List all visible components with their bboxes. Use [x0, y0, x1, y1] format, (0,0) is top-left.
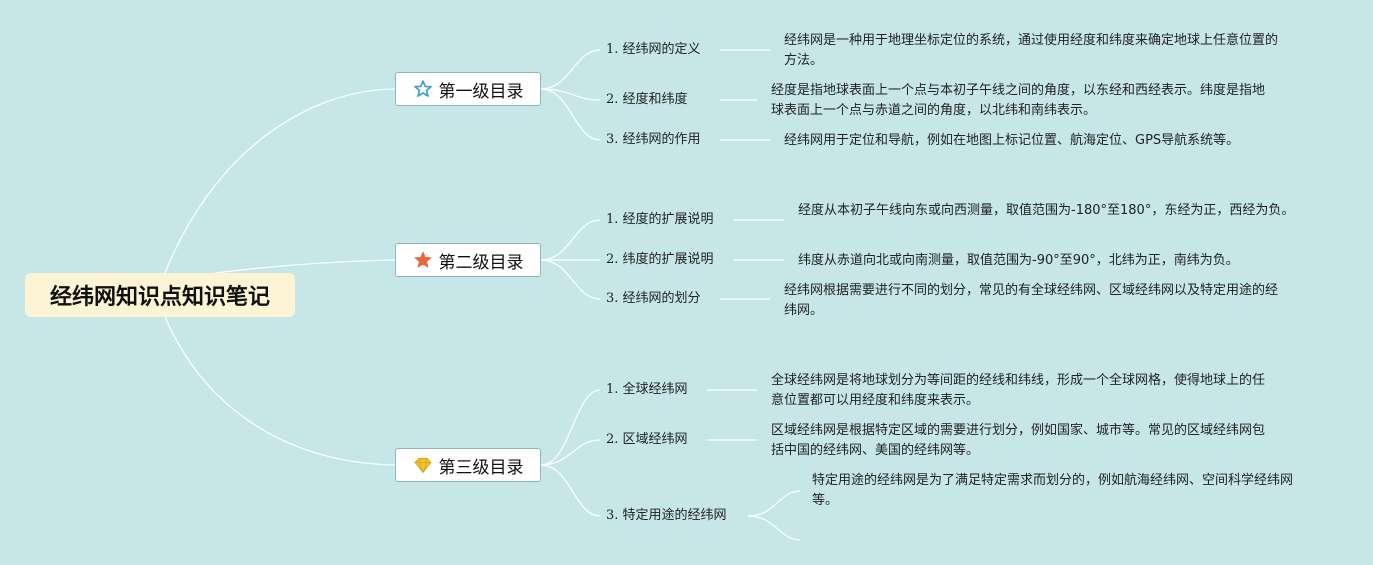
- star-outline-icon: [413, 80, 432, 97]
- connector-s2-i3: [540, 259, 601, 300]
- section-3-item-1-desc: 全球经纬网是将地球划分为等间距的经线和纬线，形成一个全球网格，使得地球上的任意位…: [771, 373, 1266, 408]
- connector-s1-i2: [540, 88, 601, 101]
- section-1-node[interactable]: 第一级目录: [395, 72, 541, 106]
- connector-s3-i1: [540, 389, 601, 466]
- connector-root-section-2: [214, 259, 396, 274]
- section-1-item-2[interactable]: 2. 经度和纬度: [606, 92, 688, 107]
- section-1-item-2-desc: 经度是指地球表面上一个点与本初子午线之间的角度，以东经和西经表示。纬度是指地球表…: [771, 83, 1266, 118]
- connector-root-section-1: [164, 88, 396, 274]
- section-2-item-3[interactable]: 3. 经纬网的划分: [606, 291, 701, 306]
- connector-s2-i1: [540, 219, 601, 261]
- section-3-item-3-desc: 特定用途的经纬网是为了满足特定需求而划分的，例如航海经纬网、空间科学经纬网等。: [812, 473, 1294, 508]
- section-3-item-2[interactable]: 2. 区域经纬网: [606, 432, 688, 447]
- section-2-item-2-desc: 纬度从赤道向北或向南测量，取值范围为-90°至90°，北纬为正，南纬为负。: [798, 253, 1239, 268]
- section-3-item-1[interactable]: 1. 全球经纬网: [606, 382, 688, 397]
- section-1-item-1-desc: 经纬网是一种用于地理坐标定位的系统，通过使用经度和纬度来确定地球上任意位置的方法…: [784, 33, 1279, 68]
- section-2-item-1[interactable]: 1. 经度的扩展说明: [606, 212, 714, 227]
- connector-d9a: [747, 490, 801, 517]
- section-1-item-1[interactable]: 1. 经纬网的定义: [606, 42, 701, 57]
- section-2-node[interactable]: 第二级目录: [395, 243, 541, 277]
- diamond-icon: [414, 457, 431, 473]
- root-title: 经纬网知识点知识笔记: [49, 285, 270, 310]
- star-filled-icon: [414, 251, 431, 268]
- section-1-item-3[interactable]: 3. 经纬网的作用: [606, 132, 701, 147]
- root-topic[interactable]: 经纬网知识点知识笔记: [25, 273, 295, 317]
- section-3-item-2-desc: 区域经纬网是根据特定区域的需要进行划分，例如国家、城市等。常见的区域经纬网包括中…: [771, 423, 1266, 458]
- section-1-title: 第一级目录: [438, 81, 524, 102]
- section-2-item-1-desc: 经度从本初子午线向东或向西测量，取值范围为-180°至180°，东经为正，西经为…: [798, 203, 1295, 218]
- section-3-item-3[interactable]: 3. 特定用途的经纬网: [606, 508, 727, 523]
- connector-s3-i3: [540, 464, 601, 517]
- connector-d9b: [747, 515, 801, 541]
- section-1-item-3-desc: 经纬网用于定位和导航，例如在地图上标记位置、航海定位、GPS导航系统等。: [784, 133, 1240, 148]
- section-2-item-3-desc: 经纬网根据需要进行不同的划分，常见的有全球经纬网、区域经纬网以及特定用途的经纬网…: [784, 283, 1279, 318]
- section-3-node[interactable]: 第三级目录: [395, 448, 541, 482]
- section-2-title: 第二级目录: [438, 252, 524, 273]
- connector-s1-i3: [540, 88, 601, 141]
- connector-s1-i1: [540, 49, 601, 90]
- section-3-title: 第三级目录: [438, 457, 524, 478]
- section-2-item-2[interactable]: 2. 纬度的扩展说明: [606, 252, 714, 267]
- connector-s3-i2: [540, 439, 601, 466]
- connector-root-section-3: [164, 316, 396, 466]
